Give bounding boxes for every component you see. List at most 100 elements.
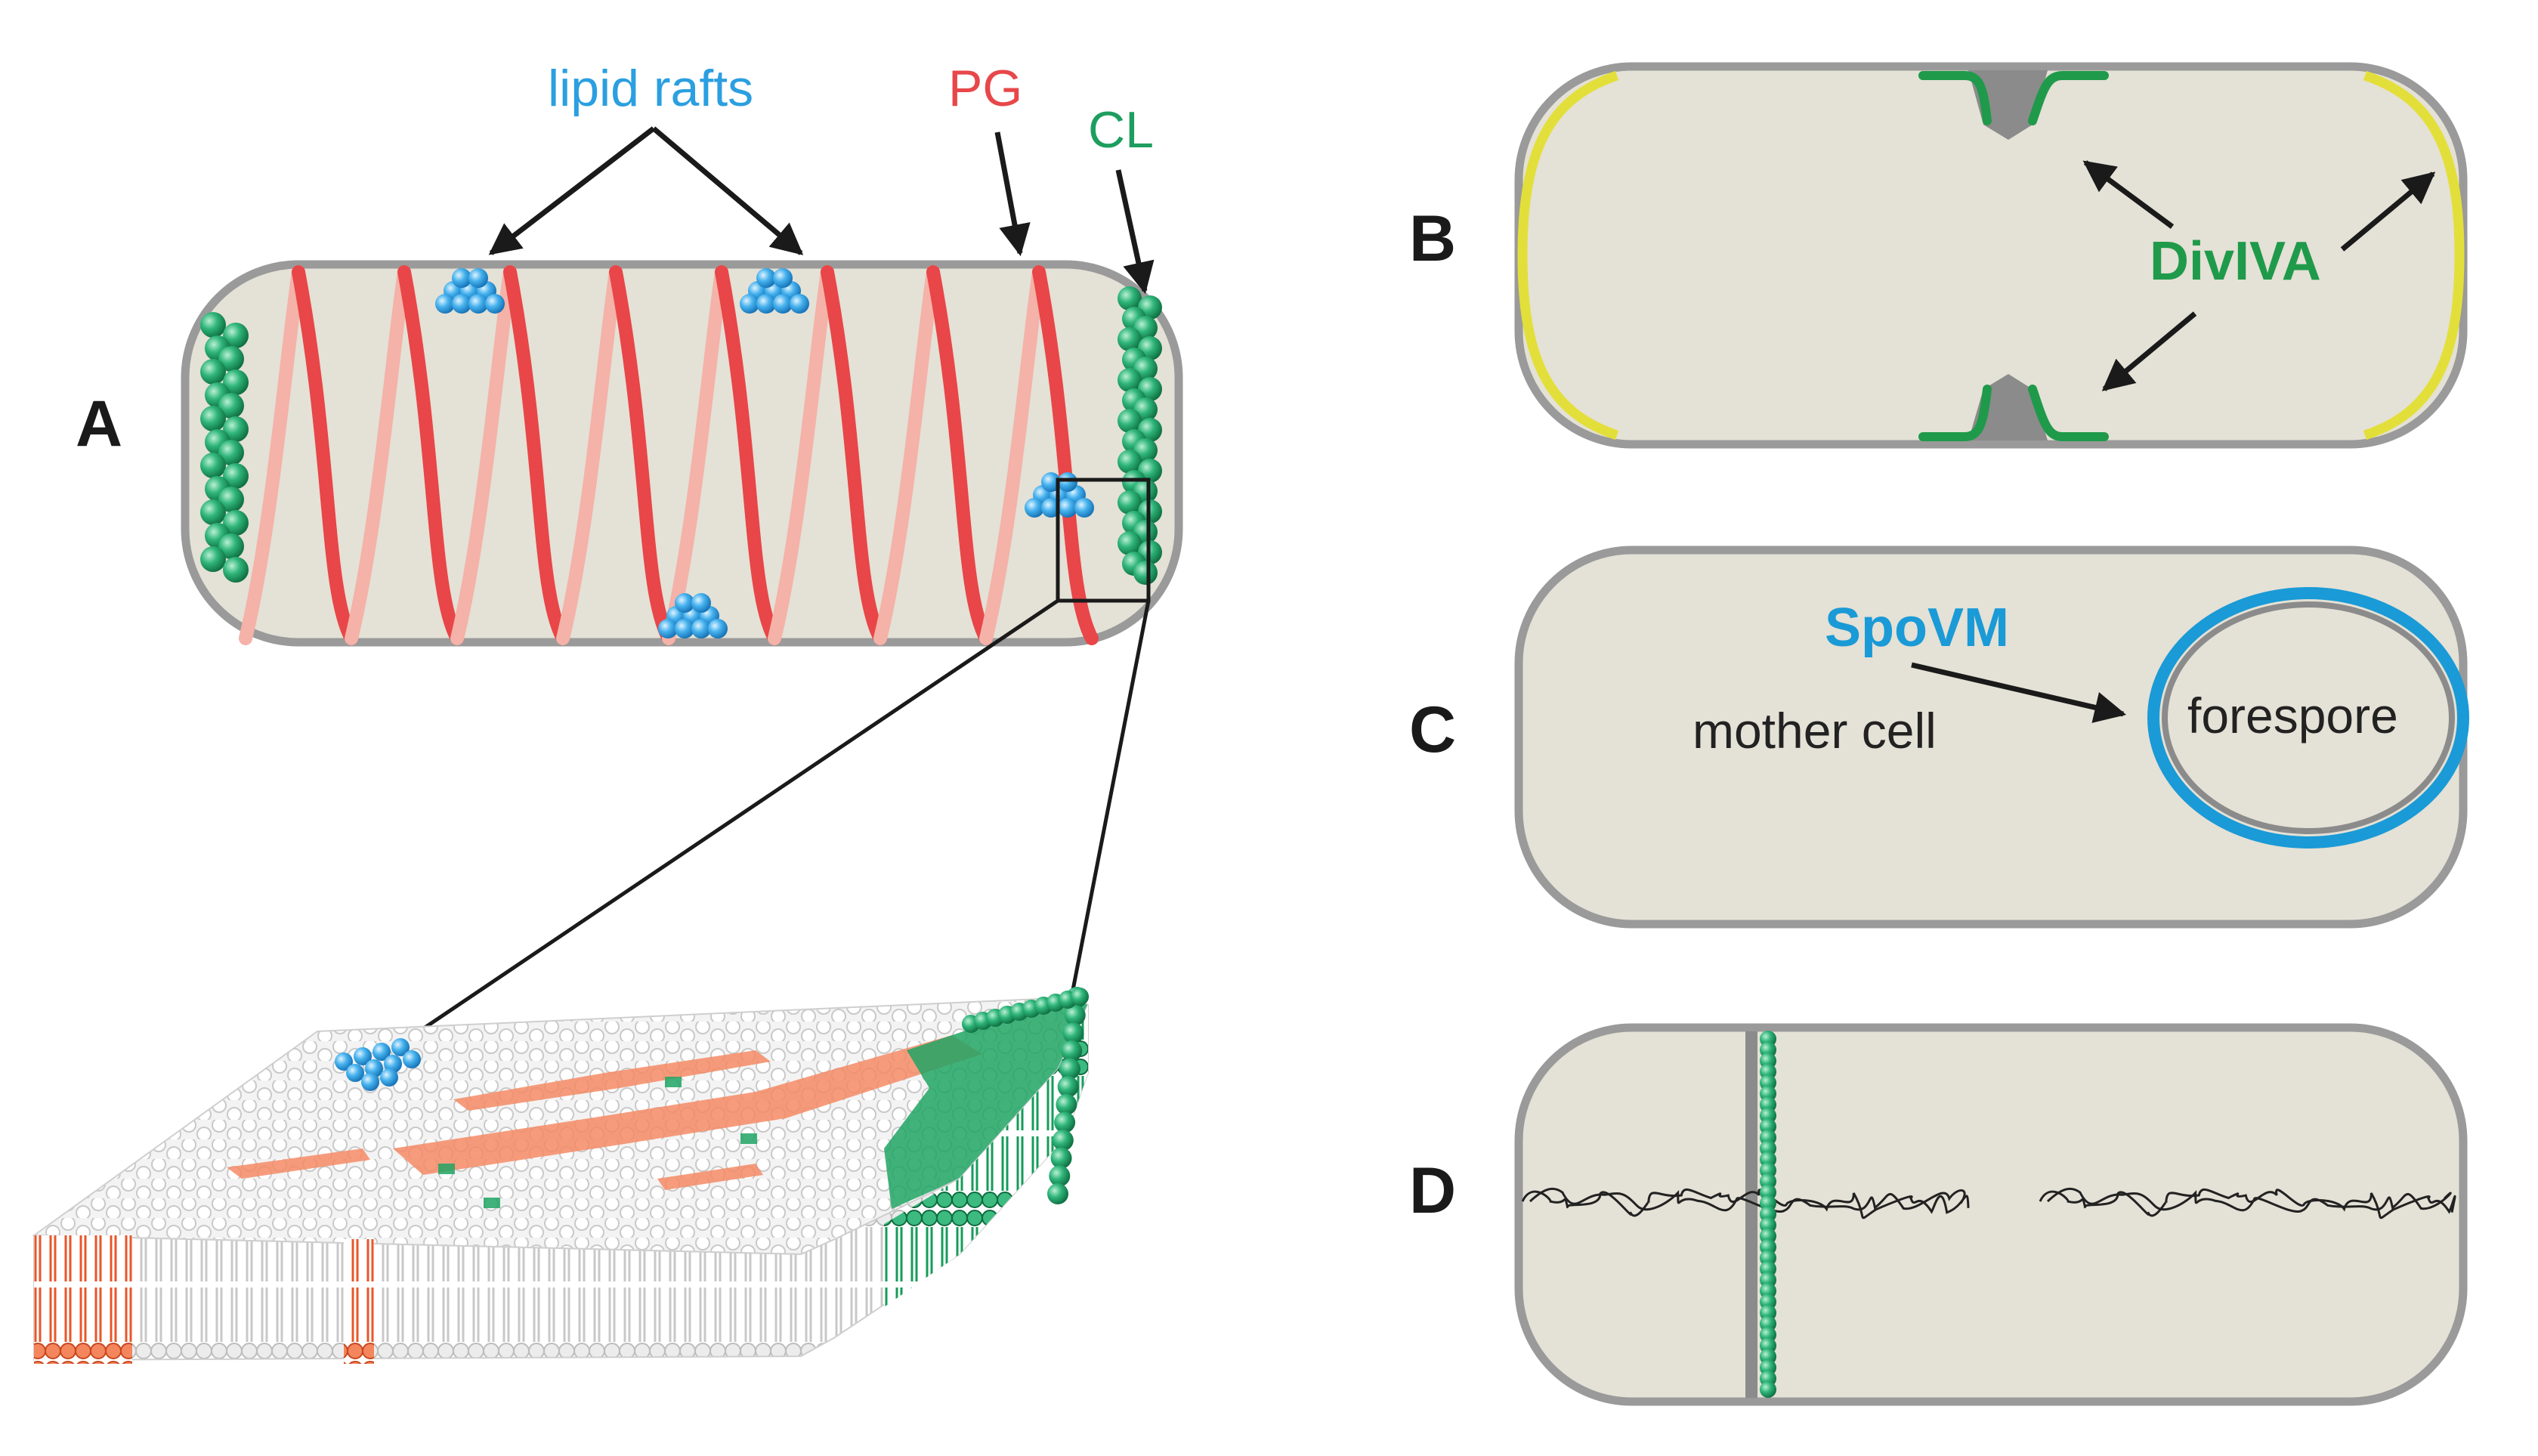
cl-bead: [1118, 368, 1142, 392]
lipid-raft-bead: [691, 593, 711, 613]
cl-bead: [1118, 531, 1142, 555]
lipid-raft-bead: [361, 1073, 379, 1091]
lipid-raft-bead: [756, 268, 776, 288]
cl-edge-bead: [1049, 1165, 1071, 1187]
lipid-raft-bead: [373, 1043, 391, 1061]
panel-c: C SpoVM mother cell forespore: [1409, 546, 2469, 929]
cl-edge-bead: [1056, 1093, 1077, 1115]
lipid-raft-bead: [380, 1068, 398, 1087]
lipid-raft-bead: [658, 619, 678, 638]
chromosome-strand: [2046, 1187, 2452, 1213]
lipid-raft-bead: [691, 619, 711, 638]
cl-bead: [218, 533, 244, 559]
divIVA-septum-marks: [1918, 71, 2109, 441]
lipid-raft-bead: [773, 294, 793, 314]
cl-bead: [223, 557, 249, 583]
cl-left-pole: [200, 312, 249, 583]
lipid-raft-1: [435, 268, 505, 314]
cl-bead: [200, 499, 226, 525]
lipid-raft-bead: [485, 294, 505, 314]
lipid-raft-bead: [403, 1050, 421, 1068]
lipid-raft-bead: [452, 268, 471, 288]
membrane-side-green: [884, 1005, 1088, 1307]
membrane-slab: [32, 987, 1090, 1364]
lipid-raft-2: [740, 268, 809, 314]
cl-edge-bead: [1047, 1183, 1068, 1204]
lipid-raft-bead: [452, 294, 471, 314]
lipid-raft-bead: [1025, 498, 1044, 518]
panel-d: D: [1409, 1023, 2468, 1406]
cl-edge-bead: [1052, 1130, 1074, 1152]
pole-cap-left: [1517, 70, 1619, 441]
lipid-raft-bead: [1074, 498, 1094, 518]
lipid-raft-bead: [675, 619, 694, 638]
panel-d-letter: D: [1409, 1155, 1456, 1227]
lipid-raft-bead: [740, 294, 759, 314]
cl-bead: [223, 463, 249, 489]
lipid-raft-bead: [391, 1038, 410, 1056]
cl-bead: [223, 510, 249, 536]
panel-b: B DivIVA: [1409, 62, 2468, 449]
lipid-raft-bead: [354, 1047, 372, 1065]
cl-bead: [1118, 409, 1142, 433]
lipid-raft-bead: [1058, 498, 1077, 518]
cl-bead: [223, 416, 249, 442]
membrane-side-orange-mid: [344, 1239, 374, 1364]
cl-bead: [200, 312, 226, 338]
lipid-raft-3: [658, 593, 728, 638]
septum-d: [1745, 1031, 1757, 1398]
cl-bead: [1118, 450, 1142, 474]
zoom-line-right: [1071, 600, 1151, 991]
lipid-raft-bead: [1058, 472, 1077, 492]
chromosome-right: [2039, 1187, 2456, 1220]
zoom-line-left: [407, 598, 1059, 1041]
lipid-raft-bead: [346, 1064, 364, 1082]
membrane-green-lipids: [438, 997, 1088, 1209]
cl-bead: [218, 487, 244, 512]
lipid-raft-bead: [468, 268, 488, 288]
zoom-box: [1056, 478, 1151, 603]
lipid-raft-bead: [435, 294, 455, 314]
lipid-raft-bead: [335, 1053, 353, 1071]
lipid-raft-bead: [756, 294, 776, 314]
cl-bead: [1118, 490, 1142, 515]
lipid-raft-bead: [384, 1055, 402, 1073]
pole-cap-right: [2363, 70, 2465, 441]
lipid-raft-bead: [773, 268, 793, 288]
cl-septum-beads: [1760, 1031, 1776, 1398]
panel-b-arrows: [2082, 160, 2436, 391]
lipid-raft-bead: [675, 593, 694, 613]
cl-edge-bead: [1054, 1111, 1076, 1133]
cl-bead: [200, 453, 226, 478]
membrane-side-orange-left: [34, 1235, 132, 1364]
membrane-orange-lipids: [227, 1035, 982, 1190]
label-pg: PG: [948, 60, 1022, 117]
chromosome-strand: [2039, 1188, 2456, 1220]
cl-bead: [218, 346, 244, 372]
panel-c-letter: C: [1409, 694, 1456, 766]
label-divIVA: DivIVA: [2150, 231, 2321, 292]
label-cl: CL: [1088, 101, 1154, 159]
label-forespore: forespore: [2187, 688, 2398, 743]
membrane-cl-edge: [962, 987, 1089, 1204]
membrane-lipid-raft: [335, 1038, 421, 1091]
cl-edge-bead: [1050, 1147, 1072, 1169]
pg-helix: [239, 265, 1099, 645]
forespore-outer-spovm: [2147, 587, 2469, 849]
lipid-raft-bead: [790, 294, 809, 314]
cl-edge-bead: [1071, 988, 1089, 1006]
lipid-raft-bead: [708, 619, 728, 638]
chromosome-strand: [1529, 1187, 1966, 1213]
cl-bead: [218, 440, 244, 465]
cell-d-body: [1514, 1023, 2468, 1406]
spovm-arrow: [1911, 662, 2127, 723]
cl-edge-bead: [1064, 1004, 1086, 1026]
cl-bead: [200, 546, 226, 572]
label-lipid-rafts: lipid rafts: [548, 60, 753, 117]
cl-septum-bead: [1760, 1381, 1776, 1398]
cl-bead: [223, 323, 249, 348]
cl-bead: [218, 393, 244, 419]
label-spovm: SpoVM: [1825, 598, 2009, 658]
lipid-raft-bead: [365, 1059, 383, 1077]
